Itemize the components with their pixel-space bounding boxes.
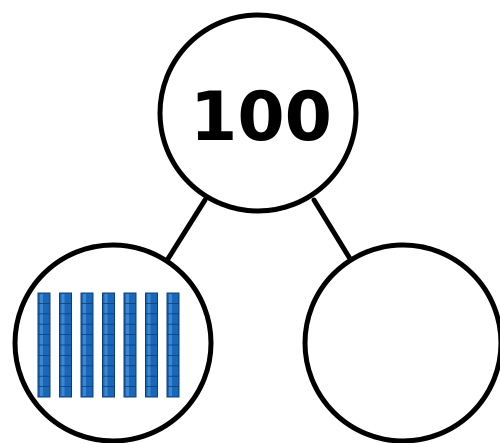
tens-rod (102, 292, 115, 398)
whole-value: 100 (190, 78, 332, 157)
part-circle-right (302, 242, 500, 443)
tens-rod (166, 292, 180, 398)
tens-rod (80, 292, 94, 398)
bond-line-right (311, 197, 355, 265)
tens-rod (145, 292, 158, 398)
tens-rods-group (37, 292, 180, 398)
whole-circle (157, 12, 359, 214)
tens-rod (37, 292, 51, 398)
tens-rod (123, 292, 137, 398)
tens-rod (59, 292, 72, 398)
bond-line-left (163, 197, 208, 265)
